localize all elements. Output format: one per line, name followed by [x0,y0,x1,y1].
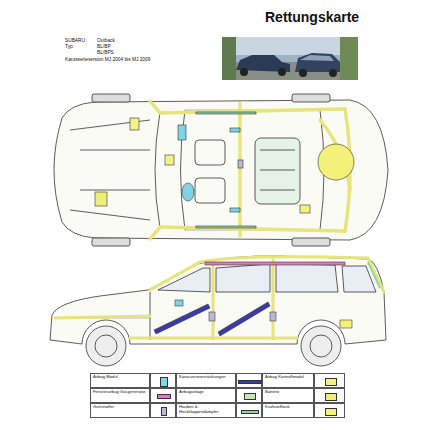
legend-swatch [238,380,262,384]
legend-text: Kraftstofftank [265,405,313,410]
header-label: BL/BPS [97,50,114,55]
header-label: BL/BP [97,44,111,49]
side-reinforcement [55,257,384,338]
legend-swatch-cell [236,403,262,418]
legend-swatch [325,408,337,416]
car-photo [222,37,358,80]
legend-swatch-cell [314,373,345,388]
legend-text: Batterie [265,390,313,395]
legend-swatch [157,394,171,399]
legend-swatch-cell [236,373,262,388]
legend-swatch-cell [236,388,262,403]
legend-swatch-cell [150,373,176,388]
legend-text-cell: Kraftstofftank [262,403,314,418]
header-label: SUBARU: [65,38,86,43]
header-label: Typ: [65,44,74,49]
legend-text-cell: Airbag Modul [90,373,150,388]
legend-swatch [325,393,337,401]
legend-text: Hauben & Heckklappendämpfer [179,405,235,414]
legend-swatch [160,377,168,387]
legend-text-cell: Airbaganlage [176,388,236,403]
top-view [54,94,388,246]
legend-swatch-cell [314,403,345,418]
side-components [154,262,380,336]
legend-swatch-cell [150,388,176,403]
legend-swatch [161,407,167,416]
legend-text: Fensterairbag Gasgenerator [93,390,149,395]
legend-text: Airbag Kontrollmodul [265,375,313,380]
legend-text-cell: Batterie [262,388,314,403]
legend-text: Gurtstraffer [93,405,149,410]
top-components [95,112,354,228]
legend-text-cell: Gurtstraffer [90,403,150,418]
header-label: Outback [97,38,115,43]
card-title: Rettungskarte [265,10,359,25]
legend-text: Karosserieverstärkungen [179,375,235,380]
header-label: Karosserieversion MJ 2004 bis MJ 2009 [65,57,150,62]
legend-text: Airbaganlage [179,390,235,395]
legend-swatch-cell [150,403,176,418]
legend-text-cell: Fensterairbag Gasgenerator [90,388,150,403]
legend-text: Airbag Modul [93,375,149,380]
side-view [50,256,386,366]
legend-swatch-cell [314,388,345,403]
legend-swatch [241,410,259,414]
legend-text-cell: Hauben & Heckklappendämpfer [176,403,236,418]
legend-swatch [325,378,337,386]
legend-text-cell: Karosserieverstärkungen [176,373,236,388]
legend-swatch [244,393,256,400]
legend-text-cell: Airbag Kontrollmodul [262,373,314,388]
